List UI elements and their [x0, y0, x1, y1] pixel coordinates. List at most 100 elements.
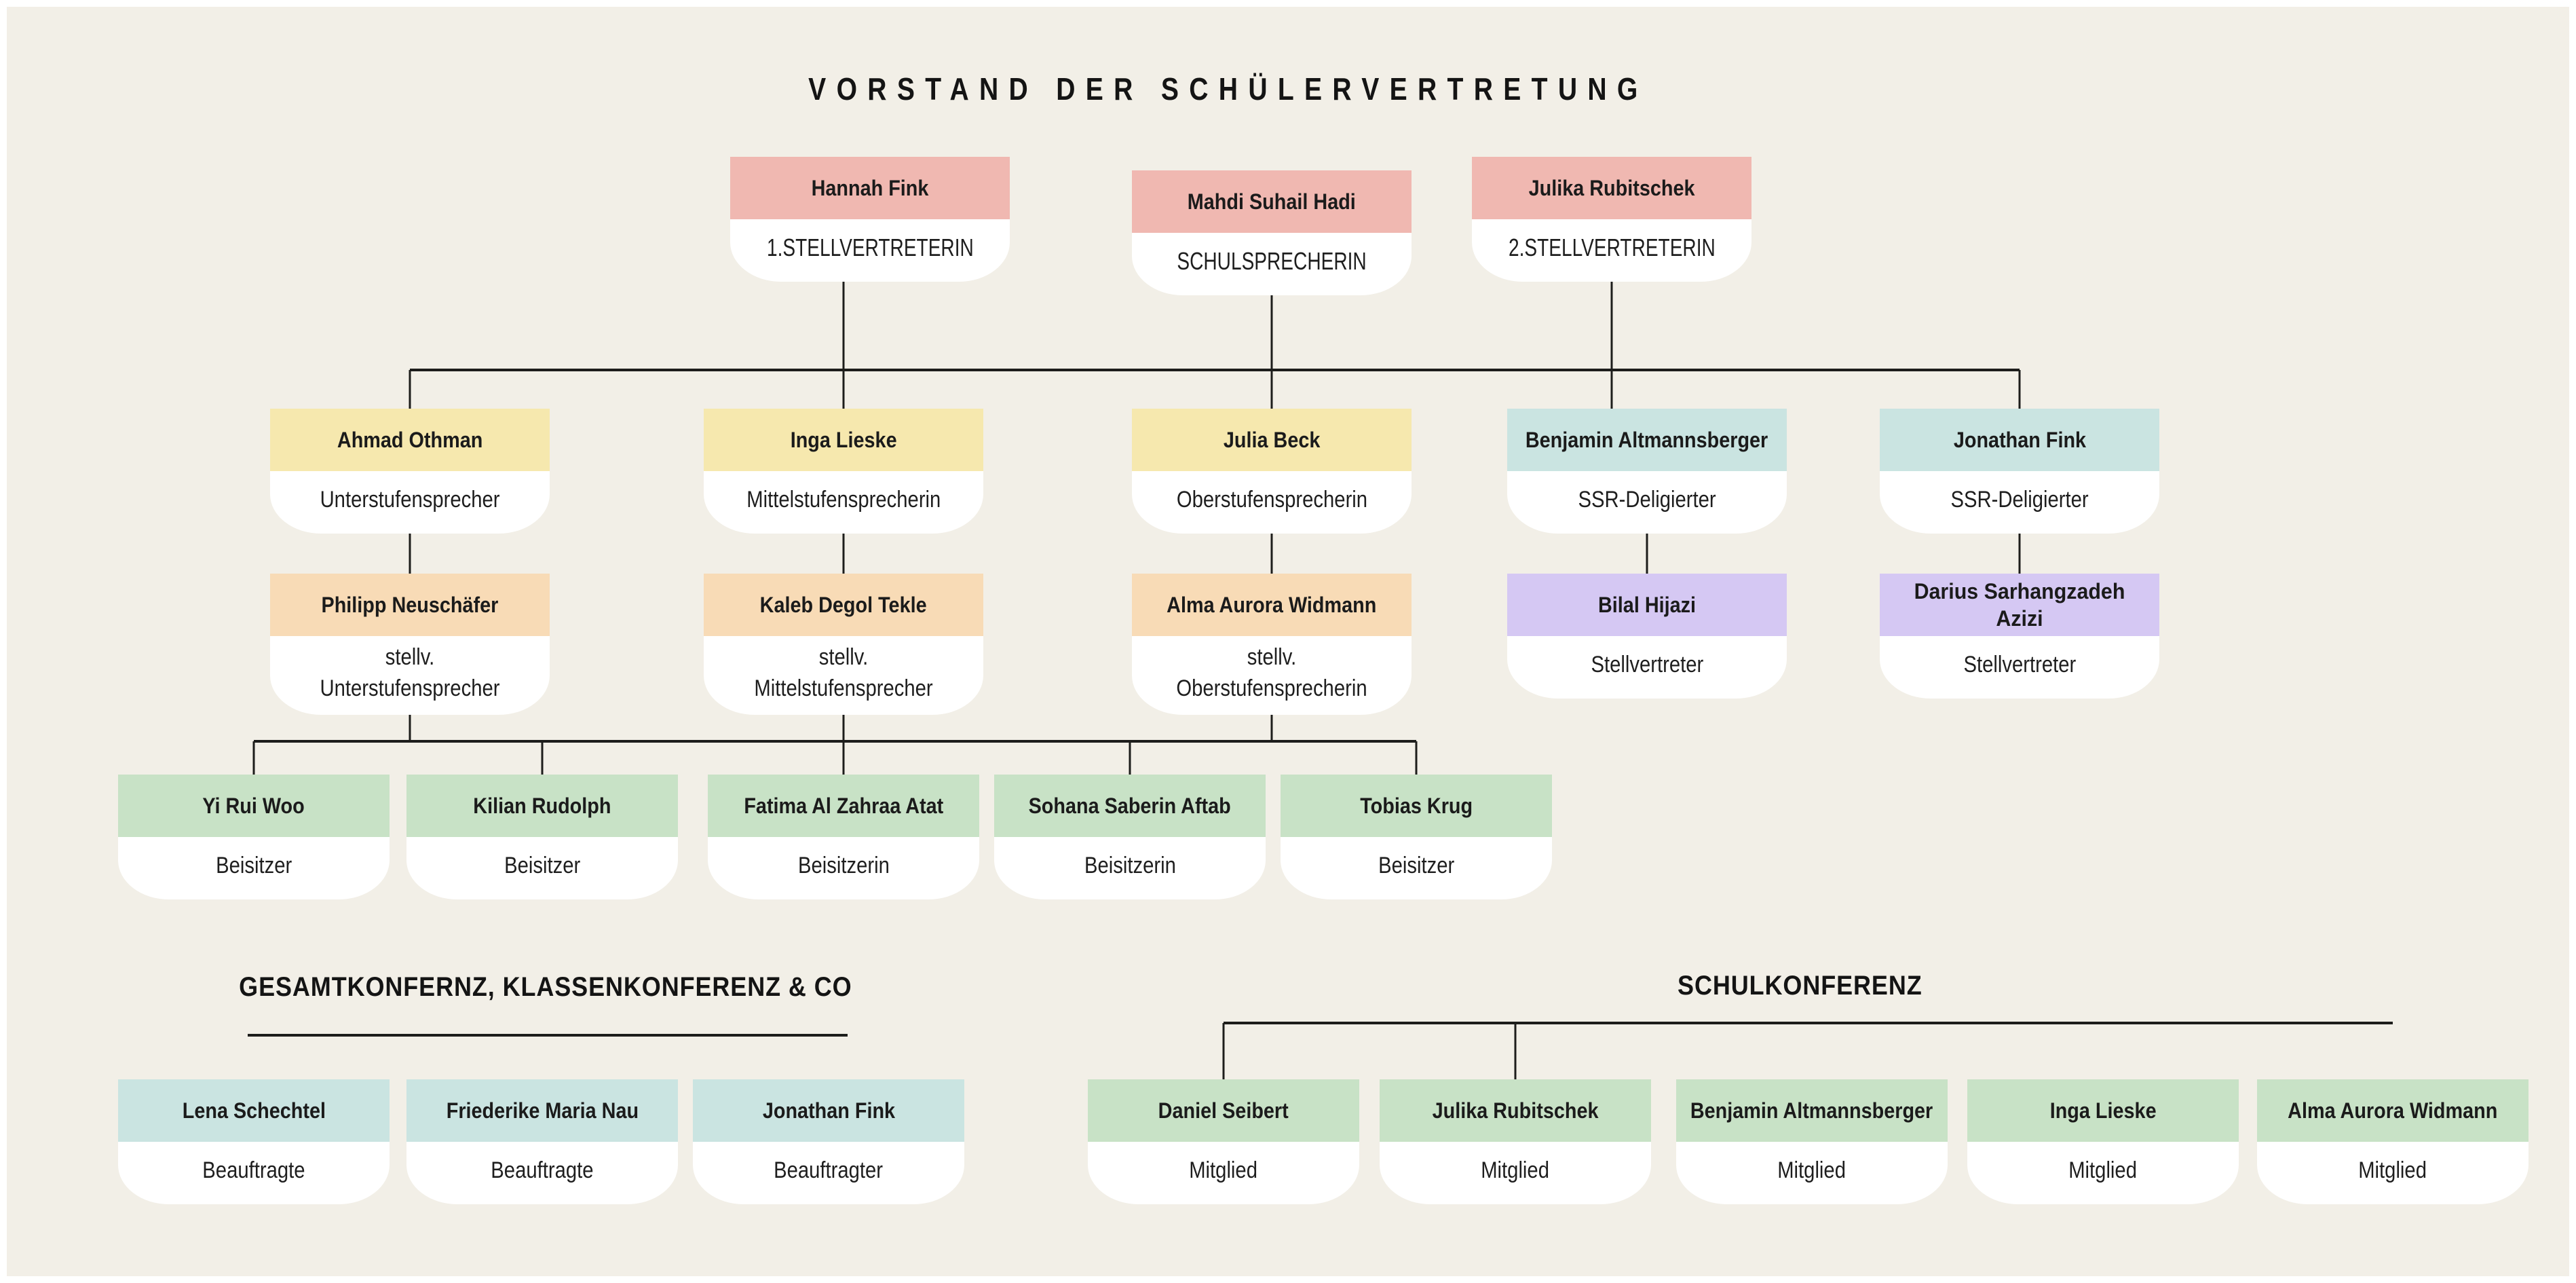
person-role: stellv. Oberstufensprecherin	[1176, 644, 1367, 701]
person-name: Inga Lieske	[790, 428, 897, 452]
section-heading-gesamtkonferenz: GESAMTKONFERNZ, KLASSENKONFERENZ & CO	[239, 972, 852, 1002]
card-fatima-al-zahraa-atat: Fatima Al Zahraa Atat Beisitzerin	[708, 775, 979, 899]
person-role: Mitglied	[2358, 1157, 2427, 1183]
card-body: Stellvertreter	[1880, 636, 2159, 699]
person-role: Mittelstufensprecherin	[746, 487, 941, 513]
card-header: Kaleb Degol Tekle	[704, 574, 983, 636]
card-header: Julika Rubitschek	[1472, 157, 1751, 219]
card-ahmad-othman: Ahmad Othman Unterstufensprecher	[270, 409, 550, 534]
person-role: Beisitzer	[1378, 853, 1455, 878]
card-body: Mitglied	[1967, 1142, 2239, 1204]
person-name: Lena Schechtel	[182, 1098, 326, 1123]
card-header: Benjamin Altmannsberger	[1507, 409, 1787, 471]
card-header: Alma Aurora Widmann	[1132, 574, 1412, 636]
person-name: Jonathan Fink	[1953, 428, 2086, 452]
card-jonathan-fink: Jonathan Fink SSR-Deligierter	[1880, 409, 2159, 534]
card-header: Friederike Maria Nau	[406, 1079, 678, 1142]
card-header: Jonathan Fink	[693, 1079, 964, 1142]
card-body: Beisitzerin	[994, 837, 1266, 899]
person-name: Kaleb Degol Tekle	[760, 593, 927, 617]
chart-title: VORSTAND DER SCHÜLERVERTRETUNG	[808, 71, 1648, 107]
card-body: Oberstufensprecherin	[1132, 471, 1412, 534]
person-role: Beisitzerin	[1084, 853, 1176, 878]
person-role: Beisitzer	[504, 853, 581, 878]
card-body: stellv. Oberstufensprecherin	[1132, 636, 1412, 715]
person-name: Ahmad Othman	[337, 428, 483, 452]
card-body: 2.STELLVERTRETERIN	[1472, 219, 1751, 282]
person-name: Mahdi Suhail Hadi	[1187, 189, 1357, 214]
person-name: Daniel Seibert	[1158, 1098, 1289, 1123]
card-jonathan-fink-beauftragter: Jonathan Fink Beauftragter	[693, 1079, 964, 1204]
card-body: SSR-Deligierter	[1507, 471, 1787, 534]
card-inga-lieske-mitglied: Inga Lieske Mitglied	[1967, 1079, 2239, 1204]
card-header: Kilian Rudolph	[406, 775, 678, 837]
card-body: SCHULSPRECHERIN	[1132, 233, 1412, 295]
card-sohana-saberin-aftab: Sohana Saberin Aftab Beisitzerin	[994, 775, 1266, 899]
card-body: Beauftragte	[406, 1142, 678, 1204]
card-header: Inga Lieske	[704, 409, 983, 471]
card-benjamin-altmannsberger-mitglied: Benjamin Altmannsberger Mitglied	[1676, 1079, 1948, 1204]
person-role: Mitglied	[2068, 1157, 2138, 1183]
card-daniel-seibert: Daniel Seibert Mitglied	[1088, 1079, 1359, 1204]
card-body: Beisitzer	[1281, 837, 1552, 899]
card-body: stellv. Unterstufensprecher	[270, 636, 550, 715]
card-header: Benjamin Altmannsberger	[1676, 1079, 1948, 1142]
card-body: Beisitzer	[118, 837, 390, 899]
card-tobias-krug: Tobias Krug Beisitzer	[1281, 775, 1552, 899]
card-header: Alma Aurora Widmann	[2257, 1079, 2528, 1142]
person-role: 1.STELLVERTRETERIN	[766, 234, 974, 261]
person-role: SCHULSPRECHERIN	[1177, 247, 1367, 275]
person-role: 2.STELLVERTRETERIN	[1508, 234, 1716, 261]
card-body: Unterstufensprecher	[270, 471, 550, 534]
card-header: Darius Sarhangzadeh Azizi	[1880, 574, 2159, 636]
card-header: Inga Lieske	[1967, 1079, 2239, 1142]
card-header: Tobias Krug	[1281, 775, 1552, 837]
card-kilian-rudolph: Kilian Rudolph Beisitzer	[406, 775, 678, 899]
person-role: Stellvertreter	[1591, 652, 1703, 677]
person-role: Beisitzer	[215, 853, 292, 878]
card-body: Beauftragte	[118, 1142, 390, 1204]
person-role: stellv. Mittelstufensprecher	[754, 644, 933, 701]
card-body: Stellvertreter	[1507, 636, 1787, 699]
person-name: Friederike Maria Nau	[446, 1098, 639, 1123]
card-alma-aurora-widmann-mitglied: Alma Aurora Widmann Mitglied	[2257, 1079, 2528, 1204]
card-header: Lena Schechtel	[118, 1079, 390, 1142]
person-name: Fatima Al Zahraa Atat	[744, 794, 943, 818]
card-body: Mitglied	[2257, 1142, 2528, 1204]
card-body: 1.STELLVERTRETERIN	[730, 219, 1010, 282]
person-name: Julia Beck	[1223, 428, 1321, 452]
person-name: Alma Aurora Widmann	[1167, 593, 1377, 617]
person-role: Stellvertreter	[1963, 652, 2076, 677]
person-role: Beauftragter	[774, 1157, 884, 1183]
card-inga-lieske: Inga Lieske Mittelstufensprecherin	[704, 409, 983, 534]
card-yi-rui-woo: Yi Rui Woo Beisitzer	[118, 775, 390, 899]
card-body: Mitglied	[1676, 1142, 1948, 1204]
card-philipp-neuschaefer: Philipp Neuschäfer stellv. Unterstufensp…	[270, 574, 550, 715]
card-julia-beck: Julia Beck Oberstufensprecherin	[1132, 409, 1412, 534]
person-name: Inga Lieske	[2049, 1098, 2157, 1123]
card-header: Hannah Fink	[730, 157, 1010, 219]
card-header: Fatima Al Zahraa Atat	[708, 775, 979, 837]
card-benjamin-altmannsberger: Benjamin Altmannsberger SSR-Deligierter	[1507, 409, 1787, 534]
person-role: Mitglied	[1481, 1157, 1550, 1183]
person-role: SSR-Deligierter	[1950, 487, 2089, 513]
person-name: Kilian Rudolph	[473, 794, 611, 818]
card-lena-schechtel: Lena Schechtel Beauftragte	[118, 1079, 390, 1204]
person-name: Jonathan Fink	[762, 1098, 895, 1123]
card-body: Beisitzerin	[708, 837, 979, 899]
card-julika-rubitschek: Julika Rubitschek 2.STELLVERTRETERIN	[1472, 157, 1751, 282]
card-body: Mittelstufensprecherin	[704, 471, 983, 534]
card-header: Ahmad Othman	[270, 409, 550, 471]
card-header: Sohana Saberin Aftab	[994, 775, 1266, 837]
card-header: Yi Rui Woo	[118, 775, 390, 837]
person-name: Yi Rui Woo	[202, 794, 305, 818]
card-header: Daniel Seibert	[1088, 1079, 1359, 1142]
card-darius-sarhangzadeh-azizi: Darius Sarhangzadeh Azizi Stellvertreter	[1880, 574, 2159, 699]
person-name: Alma Aurora Widmann	[2288, 1098, 2498, 1123]
card-header: Bilal Hijazi	[1507, 574, 1787, 636]
card-body: SSR-Deligierter	[1880, 471, 2159, 534]
card-alma-aurora-widmann: Alma Aurora Widmann stellv. Oberstufensp…	[1132, 574, 1412, 715]
card-body: stellv. Mittelstufensprecher	[704, 636, 983, 715]
person-name: Darius Sarhangzadeh Azizi	[1914, 579, 2125, 631]
